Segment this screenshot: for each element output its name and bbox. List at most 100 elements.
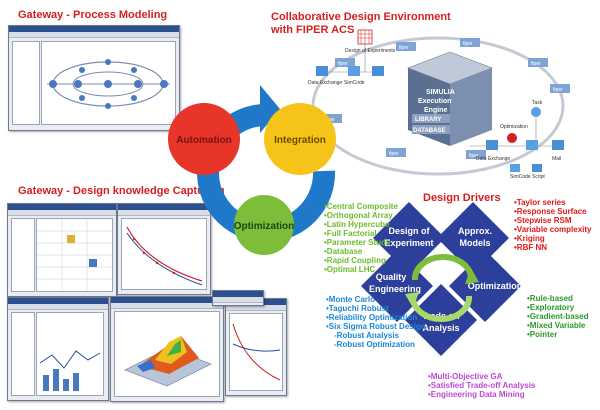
svg-text:fiper: fiper <box>531 61 541 67</box>
svg-text:fiper: fiper <box>553 87 563 93</box>
list-item: •Central Composite <box>324 202 398 211</box>
svg-text:Engine: Engine <box>424 107 447 114</box>
svg-text:SimCode: SimCode <box>510 174 531 180</box>
list-item: •Orthogonal Array <box>324 211 393 220</box>
collab-heading-line2: with FIPER ACS <box>271 24 355 36</box>
list-item: •Kriging <box>514 234 545 243</box>
svg-text:Design of Experiments: Design of Experiments <box>345 48 396 54</box>
svg-text:fiper: fiper <box>389 151 399 157</box>
list-subitem: -Robust Optimization <box>334 340 415 349</box>
collab-heading-line1: Collaborative Design Environment <box>271 11 451 23</box>
window-toolbar <box>9 32 179 38</box>
chart-panel <box>36 312 104 396</box>
execution-engine-stack: SIMULIA Execution Engine LIBRARY DATABAS… <box>406 51 494 146</box>
list-item: •Engineering Data Mining <box>428 390 525 399</box>
plot-panel <box>121 218 207 290</box>
cycle-diagram: Automation Integration Optimization <box>168 85 336 255</box>
list-item: •Monte Carlo <box>326 295 376 304</box>
tradeoff-methods-list: •Multi-Objective GA •Satisfied Trade-off… <box>428 372 535 399</box>
integration-label: Integration <box>274 135 326 146</box>
svg-text:fiper: fiper <box>463 41 473 47</box>
list-item: •Taguchi Robust <box>326 304 389 313</box>
svg-text:Script: Script <box>532 174 545 180</box>
svg-text:Approx.: Approx. <box>458 226 492 236</box>
grid-panel <box>36 218 113 292</box>
list-item: •Rapid Coupling <box>324 256 386 265</box>
knowledge-heading: Gateway - Design knowledge Capturing <box>18 185 225 197</box>
list-item: •Rule-based <box>527 294 573 303</box>
list-item: •Gradient-based <box>527 312 589 321</box>
list-item: •Latin Hypercube <box>324 220 390 229</box>
svg-text:Mail: Mail <box>552 156 561 162</box>
plot-panel <box>229 313 283 391</box>
optimization-label: Optimization <box>234 221 295 232</box>
optimization-circle <box>234 195 294 255</box>
svg-text:Task: Task <box>532 100 543 106</box>
workflow-graph <box>47 59 170 109</box>
svg-text:Data Exchange: Data Exchange <box>308 80 342 86</box>
svg-text:Analysis: Analysis <box>422 323 459 333</box>
drivers-diagram: Design of Experiment Approx. Models Qual… <box>361 202 523 356</box>
process-modeling-heading: Gateway - Process Modeling <box>18 9 168 21</box>
list-item: •Parameter Study <box>324 238 391 247</box>
list-subitem: -Robust Analysis <box>334 331 400 340</box>
svg-text:fiper: fiper <box>469 153 479 159</box>
list-item: •Stepwise RSM <box>514 216 572 225</box>
svg-text:fiper: fiper <box>399 45 409 51</box>
knowledge-screenshot-1 <box>7 203 117 297</box>
integration-circle <box>264 103 336 175</box>
list-item: •RBF NN <box>514 243 548 252</box>
list-item: •Exploratory <box>527 303 575 312</box>
automation-circle <box>168 103 240 175</box>
list-item: •Six Sigma Robust Design <box>326 322 426 331</box>
svg-text:Optimization: Optimization <box>468 281 523 291</box>
knowledge-screenshot-5 <box>225 298 287 396</box>
svg-text:Models: Models <box>459 238 490 248</box>
list-item: •Mixed Variable <box>527 321 586 330</box>
cycle-arrowhead <box>260 85 280 133</box>
svg-text:Optimization: Optimization <box>500 124 528 130</box>
fiper-nodes: fiper fiper fiper fiper fiper fiper fipe… <box>322 38 570 159</box>
list-item: •Variable complexity <box>514 225 592 234</box>
doe-methods-list: •Central Composite •Orthogonal Array •La… <box>324 202 398 274</box>
svg-text:LIBRARY: LIBRARY <box>415 117 441 123</box>
svg-text:Quality: Quality <box>376 272 407 282</box>
knowledge-screenshot-3 <box>7 297 109 401</box>
collab-diagram: SIMULIA Execution Engine LIBRARY DATABAS… <box>308 29 570 180</box>
knowledge-screenshot-6 <box>212 290 264 306</box>
approx-methods-list: •Taylor series •Response Surface •Stepwi… <box>514 198 592 252</box>
drivers-heading: Design Drivers <box>423 192 501 204</box>
surface-plot-panel <box>114 311 220 397</box>
svg-text:Engineering: Engineering <box>369 284 421 294</box>
svg-text:Experiment: Experiment <box>384 238 433 248</box>
window-titlebar <box>9 26 179 32</box>
swirl-arrows <box>405 254 479 322</box>
list-item: •Database <box>324 247 363 256</box>
workflow-right: Task Optimization Data Exchange Mail Sim… <box>470 100 564 180</box>
automation-label: Automation <box>176 135 232 146</box>
process-modeling-screenshot <box>8 25 180 131</box>
svg-text:Trade off: Trade off <box>422 311 461 321</box>
svg-text:Data Exchange: Data Exchange <box>476 156 510 162</box>
workflow-left: Design of Experiments Data Exchange SimC… <box>308 29 396 86</box>
list-item: •Taylor series <box>514 198 566 207</box>
tree-panel <box>12 41 40 125</box>
tree-panel <box>11 312 35 396</box>
workflow-canvas <box>41 41 176 125</box>
svg-text:DATABASE: DATABASE <box>413 128 445 134</box>
quality-methods-list: •Monte Carlo •Taguchi Robust •Reliabilit… <box>326 295 426 349</box>
tree-panel <box>11 218 35 292</box>
svg-text:Design of: Design of <box>388 226 430 236</box>
list-item: •Satisfied Trade-off Analysis <box>428 381 536 390</box>
opt-methods-list: •Rule-based •Exploratory •Gradient-based… <box>527 294 588 339</box>
list-item: •Full Factorial <box>324 229 377 238</box>
svg-text:SIMULIA: SIMULIA <box>426 89 455 96</box>
svg-text:Execution: Execution <box>418 98 451 105</box>
list-item: •Reliability Optimization <box>326 313 418 322</box>
svg-text:SimCode: SimCode <box>344 80 365 86</box>
list-item: •Optimal LHC <box>324 265 376 274</box>
list-item: •Response Surface <box>514 207 587 216</box>
svg-text:fiper: fiper <box>338 61 348 67</box>
list-item: •Multi-Objective GA <box>428 372 503 381</box>
